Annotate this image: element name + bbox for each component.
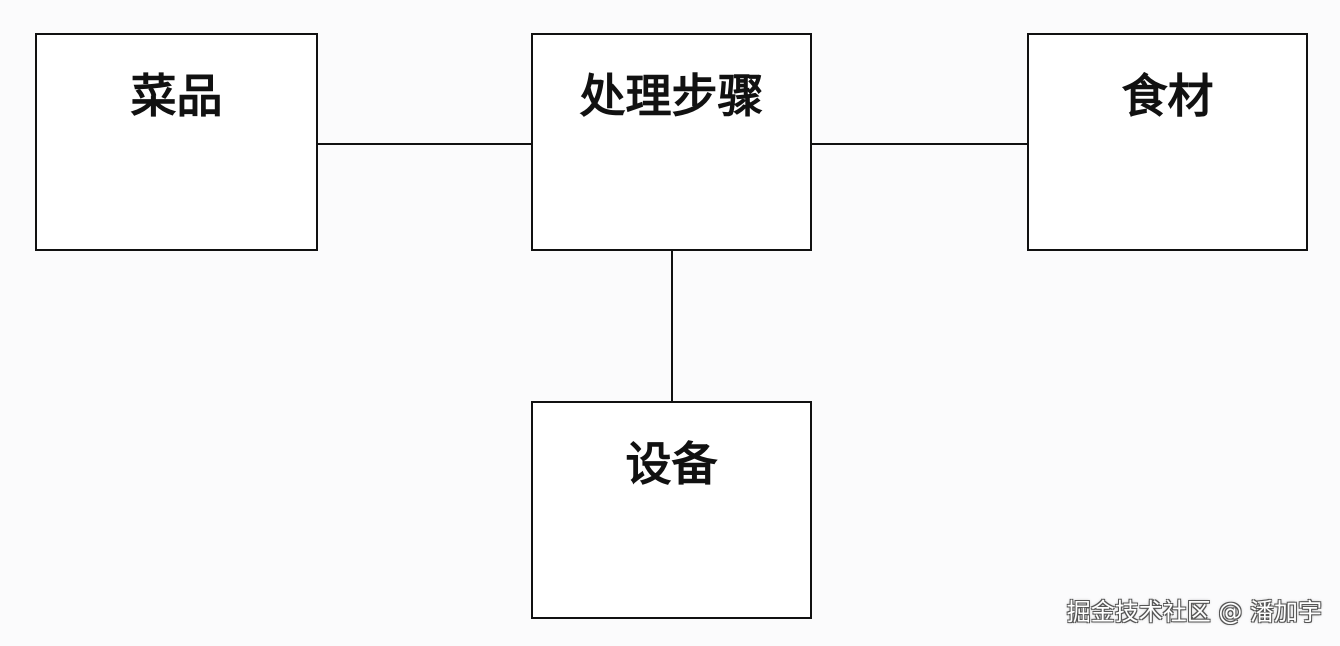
connector-steps-equipment (671, 251, 673, 401)
node-dish: 菜品 (35, 33, 318, 251)
node-dish-label: 菜品 (130, 69, 223, 123)
node-ingredients-label: 食材 (1121, 69, 1214, 123)
node-ingredients: 食材 (1027, 33, 1308, 251)
node-processing-steps-label: 处理步骤 (579, 69, 764, 123)
node-processing-steps: 处理步骤 (531, 33, 812, 251)
node-equipment: 设备 (531, 401, 812, 619)
node-equipment-label: 设备 (625, 437, 718, 491)
connector-steps-ingredients (812, 143, 1027, 145)
watermark: 掘金技术社区 @ 潘加宇 (1066, 598, 1322, 626)
connector-dish-steps (318, 143, 531, 145)
